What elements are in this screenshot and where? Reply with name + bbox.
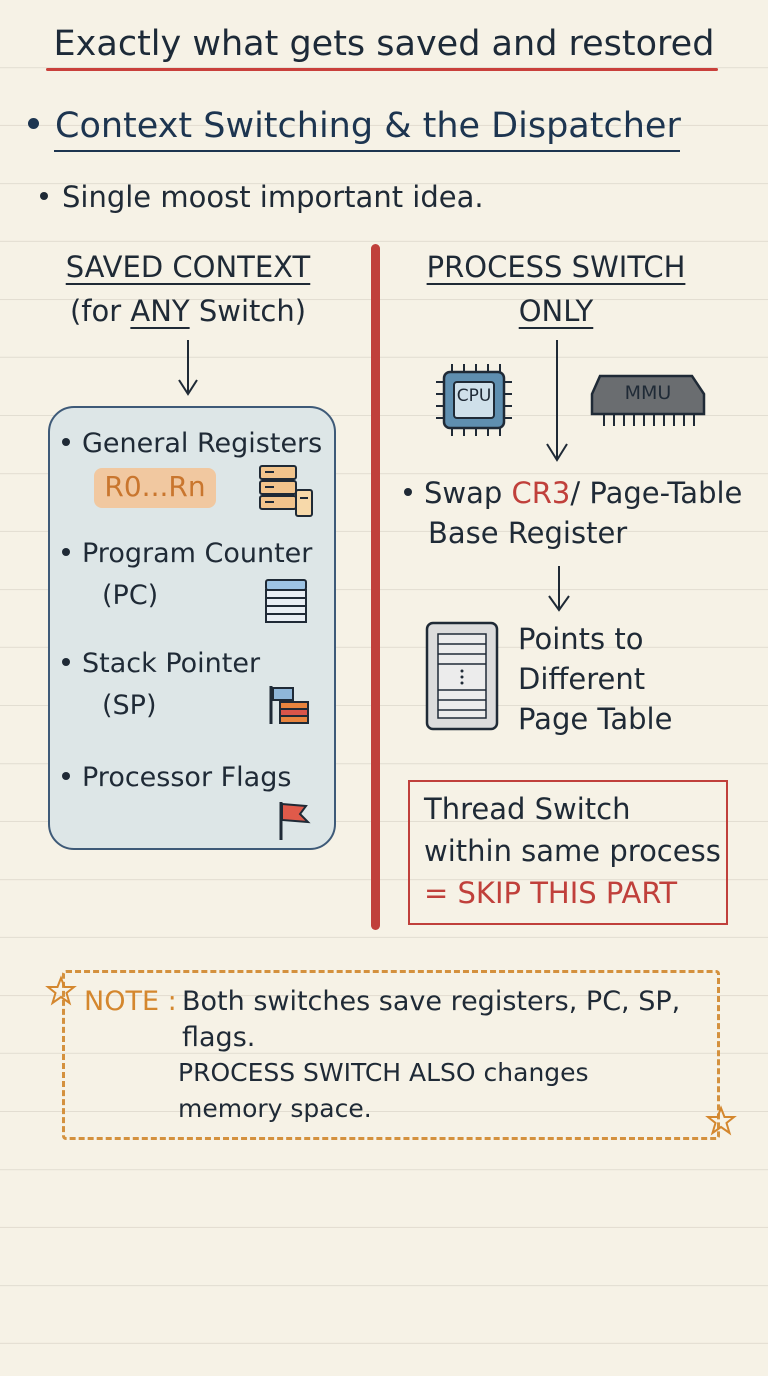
bullet-dot (62, 437, 70, 446)
note-label: NOTE : (84, 986, 177, 1017)
saved-context-heading: SAVED CONTEXT (40, 250, 336, 284)
subheading-emphasis: ANY (130, 294, 190, 328)
base-register-line: Base Register (428, 516, 628, 550)
mmu-label: MMU (624, 382, 672, 404)
arrow-down-icon (178, 340, 198, 396)
column-divider (371, 244, 380, 930)
item-label: Stack Pointer (82, 648, 261, 679)
note-line3: PROCESS SWITCH ALSO changes (178, 1058, 589, 1087)
cpu-label: CPU (456, 386, 492, 406)
bullet-dot (62, 547, 70, 556)
star-icon (45, 975, 77, 1006)
flag-icon (279, 802, 311, 840)
item-general-registers: General Registers (62, 428, 322, 459)
page-title: Exactly what gets saved and restored (53, 24, 715, 64)
thread-switch-line1: Thread Switch (424, 792, 631, 826)
subheading-suffix: Switch) (189, 294, 307, 328)
only-label: ONLY (518, 294, 594, 328)
thread-switch-box (408, 780, 728, 925)
page-table-icon (425, 621, 499, 731)
saved-context-subheading: (for ANY Switch) (40, 294, 336, 328)
bullet-dot (28, 117, 39, 129)
note-line1: Both switches save registers, PC, SP, (182, 986, 681, 1017)
item-label: General Registers (82, 428, 323, 459)
registers-highlight (94, 468, 216, 508)
cpu-chip-icon (436, 364, 512, 436)
mmu-chip-icon (590, 374, 706, 426)
stack-of-pages-icon (265, 579, 307, 623)
bullet-dot (62, 771, 70, 780)
note-line2: flags. (182, 1022, 256, 1053)
points-to-line1: Points to (518, 622, 644, 656)
main-heading-text: Context Switching & the Dispatcher (55, 106, 681, 146)
process-switch-title: PROCESS SWITCH (426, 250, 686, 284)
arrow-down-icon (546, 340, 568, 462)
main-heading: Context Switching & the Dispatcher (28, 106, 681, 146)
swap-suffix: / Page-Table (570, 476, 743, 510)
arrow-down-icon (548, 566, 570, 612)
process-switch-only: ONLY (400, 294, 712, 328)
item-stack-pointer: Stack Pointer (62, 648, 260, 679)
swap-cr3-line: Swap CR3/ Page-Table (404, 476, 742, 510)
saved-context-title: SAVED CONTEXT (65, 250, 311, 284)
points-to-line2: Different (518, 662, 646, 696)
item-processor-flags: Processor Flags (62, 762, 291, 793)
sub-point: Single moost important idea. (40, 180, 484, 214)
title-underline (46, 68, 718, 71)
thread-switch-line2: within same process (424, 834, 721, 868)
item-program-counter: Program Counter (62, 538, 312, 569)
register-bank-icon (259, 465, 313, 517)
note-line4: memory space. (178, 1094, 372, 1123)
item-label: Program Counter (82, 538, 313, 569)
sub-point-text: Single moost important idea. (62, 180, 484, 214)
swap-prefix: Swap (424, 476, 512, 510)
points-to-line3: Page Table (518, 702, 673, 736)
star-icon (705, 1105, 737, 1136)
bullet-dot (404, 488, 412, 496)
stack-pointer-icon (269, 686, 309, 724)
subheading-prefix: (for (69, 294, 131, 328)
bullet-dot (40, 192, 48, 200)
heading-underline (54, 150, 680, 152)
cr3-highlight: CR3 (511, 476, 571, 510)
process-switch-heading: PROCESS SWITCH (400, 250, 712, 284)
note-box (62, 970, 720, 1140)
registers-range: R0...Rn (104, 470, 206, 503)
item-label: Processor Flags (82, 762, 292, 793)
item-program-counter-abbr: (PC) (102, 580, 159, 611)
item-stack-pointer-abbr: (SP) (102, 690, 157, 721)
bullet-dot (62, 657, 70, 666)
skip-this-part: = SKIP THIS PART (424, 876, 678, 910)
